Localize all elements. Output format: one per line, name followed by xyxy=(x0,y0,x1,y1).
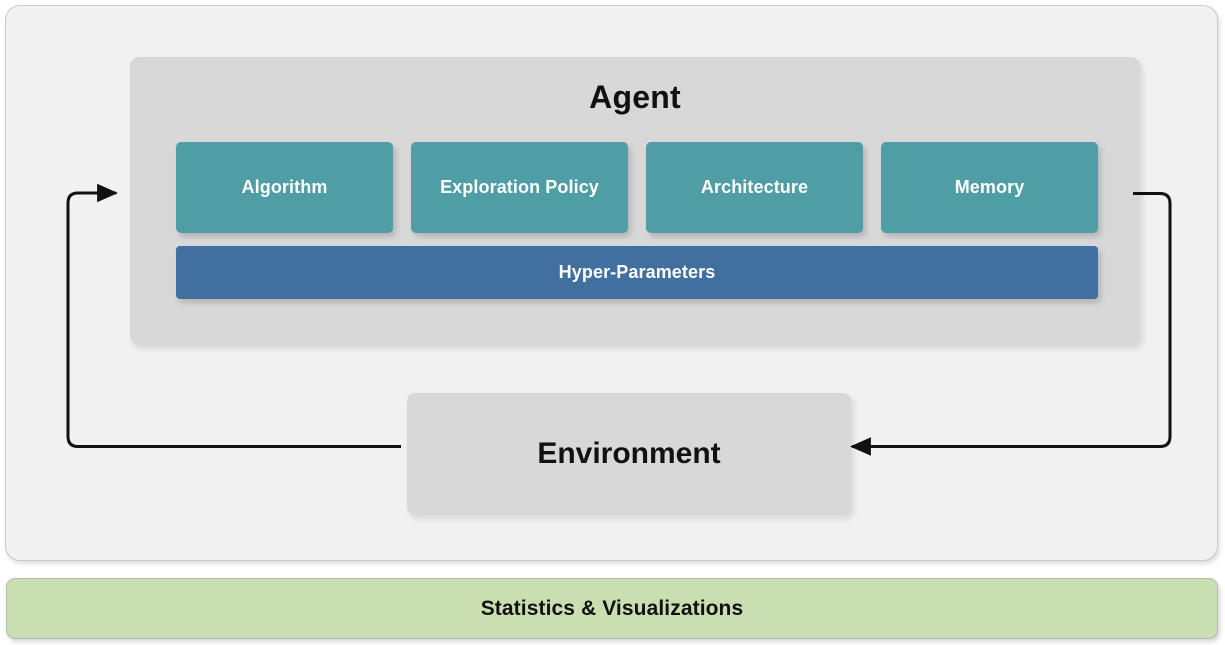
agent-component-row: Algorithm Exploration Policy Architectur… xyxy=(176,142,1098,233)
agent-component-label: Exploration Policy xyxy=(440,177,599,197)
agent-component-label: Architecture xyxy=(700,177,809,197)
agent-component-memory[interactable]: Memory xyxy=(881,142,1098,233)
hyper-parameters-bar[interactable]: Hyper-Parameters xyxy=(176,246,1098,299)
environment-label: Environment xyxy=(537,437,721,470)
environment-container: Environment xyxy=(407,393,851,515)
agent-component-algorithm[interactable]: Algorithm xyxy=(176,142,393,233)
agent-component-exploration-policy[interactable]: Exploration Policy xyxy=(411,142,628,233)
statistics-visualizations-label: Statistics & Visualizations xyxy=(480,596,744,620)
agent-component-label: Algorithm xyxy=(241,177,328,197)
agent-component-label: Memory xyxy=(954,177,1025,197)
agent-title: Agent xyxy=(589,79,681,115)
rl-system-panel: Agent Algorithm Exploration Policy Archi… xyxy=(5,5,1218,561)
agent-component-architecture[interactable]: Architecture xyxy=(646,142,863,233)
hyper-parameters-label: Hyper-Parameters xyxy=(558,262,716,282)
statistics-visualizations-bar[interactable]: Statistics & Visualizations xyxy=(6,578,1218,639)
agent-container: Agent Algorithm Exploration Policy Archi… xyxy=(130,57,1140,345)
